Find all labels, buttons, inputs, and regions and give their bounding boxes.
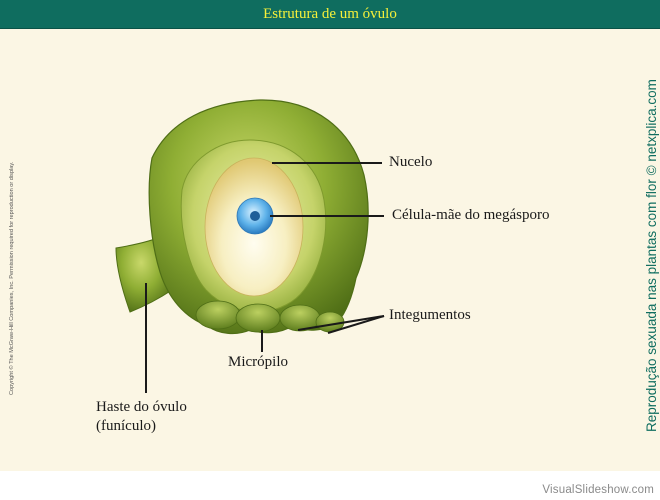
label-integumentos: Integumentos [389, 307, 471, 324]
label-haste: Haste do óvulo (funículo) [96, 398, 187, 436]
label-haste-line1: Haste do óvulo [96, 398, 187, 417]
integument-lobe [196, 301, 240, 329]
label-celula-mae: Célula-mãe do megásporo [392, 207, 549, 224]
label-micropilo: Micrópilo [228, 354, 288, 371]
watermark-text[interactable]: VisualSlideshow.com [542, 484, 654, 496]
label-nucelo: Nucelo [389, 154, 432, 171]
megaspore-nucleus [250, 211, 260, 221]
integument-lobe [236, 304, 280, 332]
label-haste-line2: (funículo) [96, 417, 187, 436]
